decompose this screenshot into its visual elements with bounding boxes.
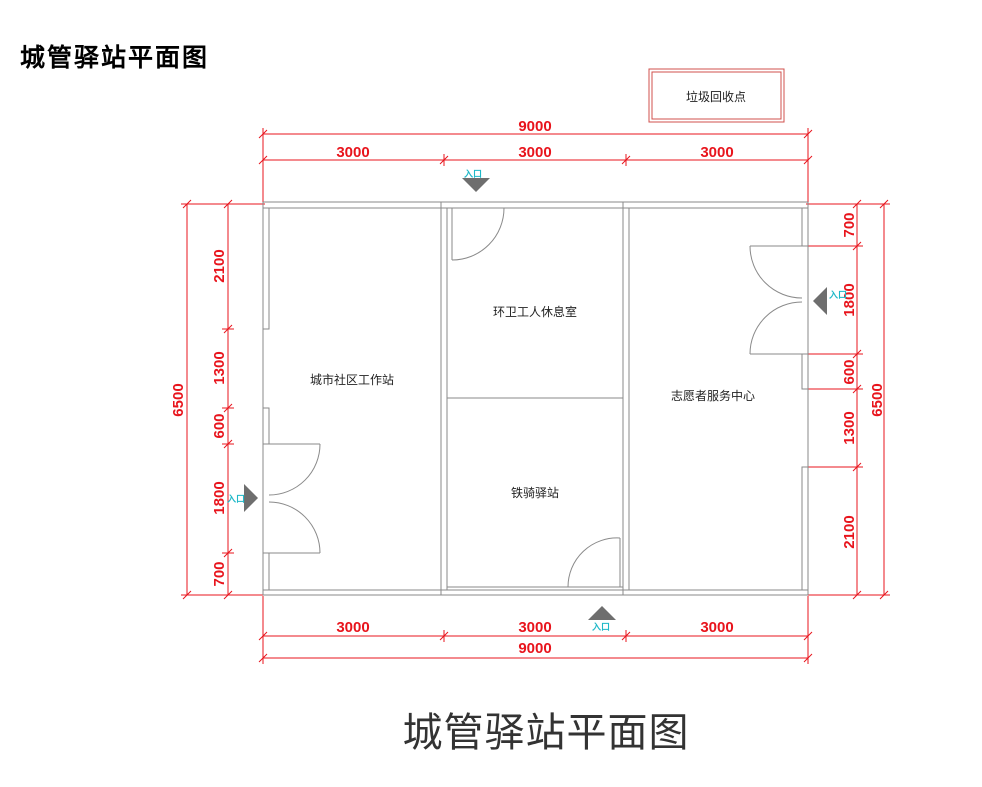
dim-bottom-2: 3000	[518, 619, 551, 636]
entrance-label: 入口	[591, 622, 610, 633]
trash-point-box: 垃圾回收点	[648, 68, 785, 123]
dim-top-2: 3000	[518, 144, 551, 161]
bottom-dimensions: 3000 3000 3000 9000	[258, 596, 813, 664]
dim-right-5: 2100	[841, 515, 858, 548]
entrance-bottom: 入口	[588, 606, 616, 633]
dim-left-3: 600	[211, 413, 228, 438]
dim-top-3: 3000	[700, 144, 733, 161]
entrance-top: 入口	[462, 169, 490, 192]
entrance-arrow-icon	[813, 287, 827, 315]
dim-left-5: 700	[211, 561, 228, 586]
room-label-volunteer-center: 志愿者服务中心	[671, 388, 755, 403]
dim-top-1: 3000	[336, 144, 369, 161]
floor-plan: 垃圾回收点 9000 3000 3000 3000 3000 3000	[170, 68, 890, 664]
dim-top-total: 9000	[518, 118, 551, 135]
entrance-right: 入口	[813, 287, 847, 315]
drawing-title: 城管驿站平面图	[402, 710, 690, 756]
room-label-cyclist-station: 铁骑驿站	[511, 486, 559, 500]
page-title: 城管驿站平面图	[20, 43, 210, 72]
entrance-arrow-icon	[462, 178, 490, 192]
dim-bottom-1: 3000	[336, 619, 369, 636]
entrance-label: 入口	[226, 494, 245, 505]
dim-right-1: 700	[841, 212, 858, 237]
dim-right-total: 6500	[869, 383, 886, 416]
room-label-sanitation-rest: 环卫工人休息室	[493, 304, 577, 319]
dim-left-total: 6500	[170, 383, 187, 416]
room-label-community: 城市社区工作站	[310, 372, 394, 387]
entrance-arrow-icon	[244, 484, 258, 512]
dim-bottom-total: 9000	[518, 640, 551, 657]
entrance-arrow-icon	[588, 606, 616, 620]
trash-point-label: 垃圾回收点	[686, 89, 746, 104]
dim-right-3: 600	[841, 359, 858, 384]
walls	[262, 201, 809, 596]
entrance-label: 入口	[828, 290, 847, 301]
dim-bottom-3: 3000	[700, 619, 733, 636]
entrance-label: 入口	[463, 169, 482, 180]
dim-left-2: 1300	[211, 351, 228, 384]
dim-left-4: 1800	[211, 481, 228, 514]
dim-left-1: 2100	[211, 249, 228, 282]
right-dimensions: 700 1800 600 1300 2100 6500	[806, 199, 890, 600]
entrance-left: 入口	[226, 484, 258, 512]
top-dimensions: 9000 3000 3000 3000	[258, 118, 813, 202]
dim-right-4: 1300	[841, 411, 858, 444]
left-dimensions: 6500 2100 1300 600 1800 700	[170, 199, 265, 600]
dim-right-2: 1800	[841, 283, 858, 316]
doors	[268, 207, 803, 588]
